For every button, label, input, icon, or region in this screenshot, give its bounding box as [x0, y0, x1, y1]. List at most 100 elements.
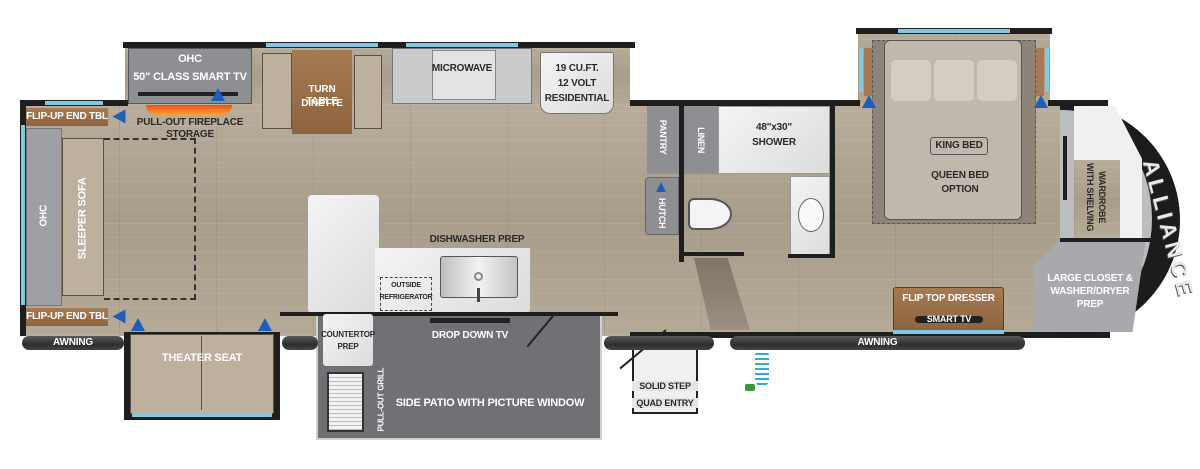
water-hose-icon — [755, 350, 769, 386]
window-bedroom-right — [1045, 48, 1049, 92]
queen-bed-label-line2: OPTION — [941, 184, 979, 195]
closet-label-line1: LARGE CLOSET & — [1047, 273, 1133, 284]
vanity-sink — [798, 198, 824, 232]
sleeper-sofa[interactable] — [62, 138, 104, 296]
closet-wall-top — [1060, 238, 1152, 242]
dinette-bench-left[interactable] — [262, 53, 292, 129]
range-cooktop — [432, 50, 496, 100]
king-bed-label: KING BED — [930, 137, 988, 155]
hose-nozzle — [745, 384, 755, 391]
pillow-3 — [977, 60, 1017, 101]
dishwasher-prep-label: DISHWASHER PREP — [429, 234, 525, 245]
info-icon[interactable] — [211, 88, 225, 101]
drop-down-tv-label: DROP DOWN TV — [431, 330, 509, 341]
patio-wall-top — [280, 312, 618, 316]
flip-up-end-table-top-label: FLIP-UP END TBL — [26, 111, 108, 122]
awning-right — [730, 336, 1025, 350]
turn-table-dinette[interactable] — [292, 50, 352, 134]
window-theater — [132, 413, 272, 417]
awning-right-label: AWNING — [857, 337, 898, 348]
window-left-wall — [21, 125, 25, 305]
wall-bottom-right — [630, 332, 1110, 338]
fridge-label-line2: 12 VOLT — [557, 78, 597, 89]
bedroom-nightstand-right — [1034, 48, 1044, 96]
window-top-left — [45, 101, 103, 105]
vanity-wall-bottom — [788, 254, 835, 258]
wardrobe-label-line1: WARDROBE — [1097, 171, 1108, 224]
residential-refrigerator — [540, 52, 614, 114]
solid-step-label: SOLID STEP — [632, 381, 698, 392]
shower-size-label: 48"x30" — [756, 122, 792, 133]
fireplace-label-line1: PULL-OUT FIREPLACE — [136, 117, 244, 128]
info-icon-theater-right[interactable] — [258, 318, 272, 331]
flip-top-dresser[interactable] — [893, 287, 1004, 331]
outside-fridge-label-line2: REFRIGERATOR — [379, 294, 433, 301]
pantry-label: PANTRY — [658, 119, 669, 155]
window-kitchen — [406, 43, 518, 47]
countertop-label-line1: COUNTERTOP — [321, 330, 375, 339]
awning-stub-right — [604, 336, 714, 350]
sink-drain — [474, 272, 483, 281]
quad-entry-label: QUAD ENTRY — [632, 398, 698, 409]
drop-down-tv — [430, 318, 510, 323]
outside-refrigerator-box — [380, 277, 432, 311]
awning-stub — [282, 336, 318, 350]
sleeper-sofa-ohc — [26, 128, 62, 306]
fridge-label-line3: RESIDENTIAL — [544, 93, 610, 104]
slide-out-dashed-outline — [104, 138, 196, 300]
theater-seat-label: THEATER SEAT — [161, 352, 243, 364]
closet-label-line3: PREP — [1076, 299, 1104, 310]
info-icon-hutch[interactable] — [656, 182, 666, 192]
microwave-label: MICROWAVE — [431, 63, 493, 74]
toilet — [688, 198, 732, 230]
shower — [718, 106, 830, 174]
dresser-label: FLIP TOP DRESSER — [902, 293, 995, 304]
dinette-bench-right[interactable] — [354, 55, 382, 129]
awning-left — [22, 336, 124, 350]
window-bedroom-top — [898, 29, 1010, 33]
hutch-label: HUTCH — [657, 197, 668, 229]
info-icon-bed-right[interactable] — [1034, 95, 1048, 108]
theater-seat-divider — [201, 336, 202, 410]
dinette-label-line1: TURN TABLE — [306, 84, 338, 107]
flip-up-end-table-bottom[interactable] — [26, 308, 108, 326]
dinette-label-line2: DINETTE — [301, 98, 343, 109]
dresser-smart-tv-label: SMART TV — [926, 314, 972, 324]
pantry[interactable] — [647, 106, 679, 174]
large-closet[interactable] — [1034, 238, 1146, 332]
window-dresser — [893, 330, 1004, 334]
kitchen-island — [308, 195, 379, 313]
bath-wall-left — [679, 104, 684, 262]
window-bedroom-left — [859, 48, 863, 92]
bedroom-nightstand-left — [864, 48, 874, 96]
fireplace-glow — [146, 105, 232, 115]
dresser-tv — [915, 316, 983, 323]
ohc-tv-label: OHC — [178, 53, 202, 65]
awning-left-label: AWNING — [53, 337, 93, 348]
pull-out-grill-label: PULL-OUT GRILL — [376, 367, 386, 432]
wall-top-living — [123, 42, 635, 48]
sink-faucet — [477, 288, 480, 302]
fridge-label-line1: 19 CU.FT. — [555, 63, 599, 74]
smart-tv-label: 50" CLASS SMART TV — [133, 71, 247, 83]
linen-closet[interactable] — [684, 106, 718, 174]
info-icon-theater-left[interactable] — [131, 318, 145, 331]
countertop-label-line2: PREP — [337, 342, 359, 351]
window-dinette — [266, 43, 378, 47]
info-icon-end-table[interactable] — [112, 309, 126, 324]
countertop-prep — [323, 314, 373, 366]
closet-label-line2: WASHER/DRYER — [1050, 286, 1130, 297]
tv-screen — [138, 92, 238, 96]
fireplace-label-line2: STORAGE — [166, 129, 214, 140]
sleeper-sofa-label: SLEEPER SOFA — [76, 177, 89, 260]
outside-fridge-label-line1: OUTSIDE — [391, 282, 421, 289]
info-icon-bed-left[interactable] — [862, 95, 876, 108]
linen-label: LINEN — [696, 127, 707, 154]
theater-seat[interactable] — [130, 334, 274, 414]
pull-out-grill[interactable] — [327, 372, 364, 432]
bath-wall-bottom — [684, 252, 744, 256]
info-icon-end-table-top[interactable] — [112, 109, 126, 124]
sofa-ohc-label: OHC — [38, 204, 50, 227]
flip-up-end-table-top[interactable] — [26, 108, 108, 126]
pillow-1 — [891, 60, 931, 101]
